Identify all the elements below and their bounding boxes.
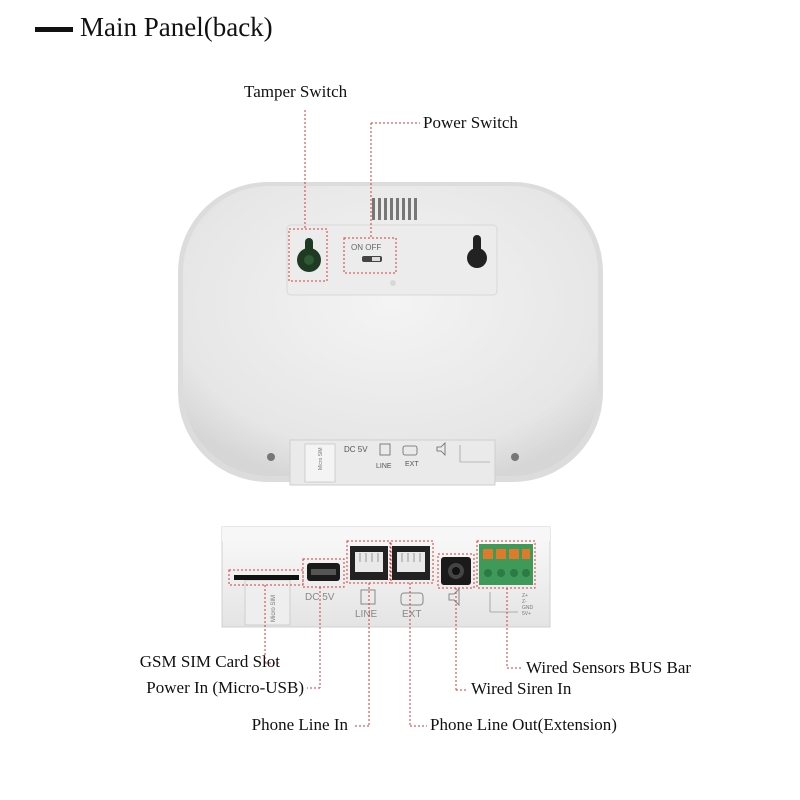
sim-card-slot bbox=[234, 575, 299, 580]
gsm-sim-label: GSM SIM Card Slot bbox=[139, 652, 280, 671]
screw-icon bbox=[267, 453, 275, 461]
wired-sensors-label: Wired Sensors BUS Bar bbox=[526, 658, 692, 677]
speaker-icon bbox=[448, 587, 460, 607]
line-label-small: LINE bbox=[376, 463, 392, 470]
phone-icon bbox=[402, 445, 418, 456]
mount-keyhole bbox=[467, 235, 487, 268]
page-title: Main Panel(back) bbox=[80, 12, 273, 42]
tamper-switch-label: Tamper Switch bbox=[244, 82, 348, 101]
dc-label-small: DC 5V bbox=[344, 445, 368, 454]
speaker-icon bbox=[436, 442, 446, 456]
sim-label-small: Micro SIM bbox=[318, 448, 324, 471]
phone-line-in-label: Phone Line In bbox=[251, 715, 348, 734]
power-switch-label: Power Switch bbox=[423, 113, 518, 132]
phone-icon bbox=[400, 592, 424, 606]
ext-label-small: EXT bbox=[405, 461, 419, 468]
callout-lines bbox=[228, 110, 536, 727]
line-label: LINE bbox=[355, 609, 378, 620]
mount-plate bbox=[286, 224, 498, 296]
power-in-label: Power In (Micro-USB) bbox=[146, 678, 304, 697]
power-switch: ON OFF bbox=[351, 243, 382, 262]
line-port-icon bbox=[360, 589, 376, 605]
port-strip-closeup: Micro SIM DC 5V LINE EXT Z+ bbox=[221, 526, 551, 628]
screw-icon bbox=[511, 453, 519, 461]
title-bar-icon bbox=[35, 27, 73, 32]
bus-pins-small bbox=[459, 445, 490, 463]
tamper-switch-hole bbox=[297, 238, 321, 272]
phone-line-out-label: Phone Line Out(Extension) bbox=[430, 715, 617, 734]
sim-label: Micro SIM bbox=[271, 595, 277, 622]
vent-grille bbox=[372, 198, 417, 220]
wired-siren-label: Wired Siren In bbox=[471, 679, 572, 698]
bus-pin-label: GND bbox=[522, 605, 534, 611]
ext-label: EXT bbox=[402, 609, 421, 620]
dc-label: DC 5V bbox=[305, 592, 335, 603]
bus-pin-label: 5V+ bbox=[522, 611, 531, 617]
bus-pin-label: Z- bbox=[522, 599, 527, 605]
switch-label: ON OFF bbox=[351, 243, 381, 252]
bus-pin-label: Z+ bbox=[522, 593, 528, 599]
line-port-icon bbox=[379, 443, 391, 456]
device-back-view: ON OFF Micro SIM DC 5V LINE EXT bbox=[178, 182, 603, 486]
